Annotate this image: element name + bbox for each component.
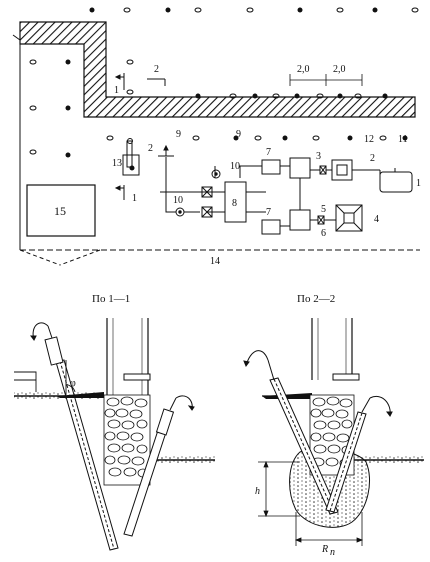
dimension-label-b: 2,0 bbox=[333, 64, 346, 75]
callout-4: 4 bbox=[374, 214, 379, 225]
callout-12: 12 bbox=[364, 134, 374, 145]
dimension-line bbox=[289, 74, 363, 86]
sill-2 bbox=[332, 373, 360, 381]
valve-crossed-1 bbox=[201, 186, 213, 198]
callout-10-upper: 10 bbox=[230, 161, 240, 172]
callout-13: 13 bbox=[112, 158, 122, 169]
dimension-h bbox=[258, 460, 300, 518]
injector-left-2 bbox=[243, 350, 339, 515]
section-mark-2-top-label: 2 bbox=[154, 64, 159, 75]
callout-7-lower: 7 bbox=[266, 207, 271, 218]
callout-10-lower: 10 bbox=[173, 195, 183, 206]
section-mark-2-mid-label: 2 bbox=[148, 143, 153, 154]
callout-9-right: 9 bbox=[236, 129, 241, 140]
collector-lower bbox=[289, 209, 311, 231]
section-2-2-caption: По 2—2 bbox=[297, 293, 335, 305]
floor-detail-left-1 bbox=[14, 371, 37, 392]
callout-1-right: 1 bbox=[416, 178, 421, 189]
callout-15: 15 bbox=[54, 204, 66, 218]
section-mark-1-top-label: 1 bbox=[114, 85, 119, 96]
section-mark-2-mid bbox=[158, 144, 174, 157]
section-1-1-view: По 1—1 bbox=[14, 293, 215, 551]
injector-left-1 bbox=[30, 322, 119, 551]
callout-14: 14 bbox=[210, 256, 220, 267]
equipment-13 bbox=[122, 138, 140, 176]
plan-view: 2,0 2,0 1 2 13 2 bbox=[12, 7, 421, 267]
building-15 bbox=[26, 184, 96, 237]
section-mark-1-bottom-label: 1 bbox=[132, 193, 137, 204]
valve-crossed-2 bbox=[201, 206, 213, 218]
dimension-label-a: 2,0 bbox=[297, 64, 310, 75]
equipment-8 bbox=[224, 181, 247, 223]
pump-10-upper bbox=[211, 169, 221, 179]
well-markers-row bbox=[29, 7, 419, 203]
equipment-7-lower bbox=[261, 219, 281, 235]
injector-right-2 bbox=[325, 396, 393, 513]
angle-mark bbox=[65, 360, 76, 395]
boundary-14 bbox=[19, 44, 420, 266]
equipment-7-upper bbox=[261, 159, 281, 175]
section-mark-2-top bbox=[147, 78, 166, 86]
depth-label: h bbox=[255, 486, 260, 497]
valve-3 bbox=[319, 165, 327, 175]
radius-subscript: n bbox=[330, 547, 335, 557]
section-2-2-view: По 2—2 bbox=[243, 293, 424, 558]
wall-upper-2 bbox=[311, 318, 353, 380]
section-mark-1-top bbox=[114, 73, 125, 90]
callout-8: 8 bbox=[232, 198, 237, 209]
angle-label: φ bbox=[70, 378, 76, 389]
equipment-4 bbox=[335, 204, 363, 232]
section-mark-1-bottom bbox=[114, 185, 125, 200]
equipment-2 bbox=[331, 159, 353, 181]
radius-label: R bbox=[321, 544, 328, 555]
plan-edge-tick bbox=[12, 34, 21, 41]
stone-foundation-1 bbox=[103, 394, 151, 486]
callout-11: 11 bbox=[398, 134, 408, 145]
sill-1 bbox=[123, 373, 151, 381]
pump-10-lower bbox=[175, 207, 185, 217]
callout-5: 5 bbox=[321, 204, 326, 215]
injector-right-1 bbox=[123, 395, 195, 537]
wedge-shade bbox=[56, 392, 104, 398]
section-1-1-caption: По 1—1 bbox=[92, 293, 130, 305]
wall-upper-1 bbox=[106, 318, 149, 395]
valve-5 bbox=[317, 215, 325, 225]
equipment-1-tank bbox=[379, 168, 413, 193]
callout-2-right: 2 bbox=[370, 153, 375, 164]
callout-9-left: 9 bbox=[176, 129, 181, 140]
callout-6: 6 bbox=[321, 228, 326, 239]
callout-3: 3 bbox=[316, 151, 321, 162]
collector-upper bbox=[289, 157, 311, 179]
dimension-r bbox=[294, 512, 364, 546]
callout-7-upper: 7 bbox=[266, 147, 271, 158]
building-wall-hatched bbox=[19, 21, 416, 118]
